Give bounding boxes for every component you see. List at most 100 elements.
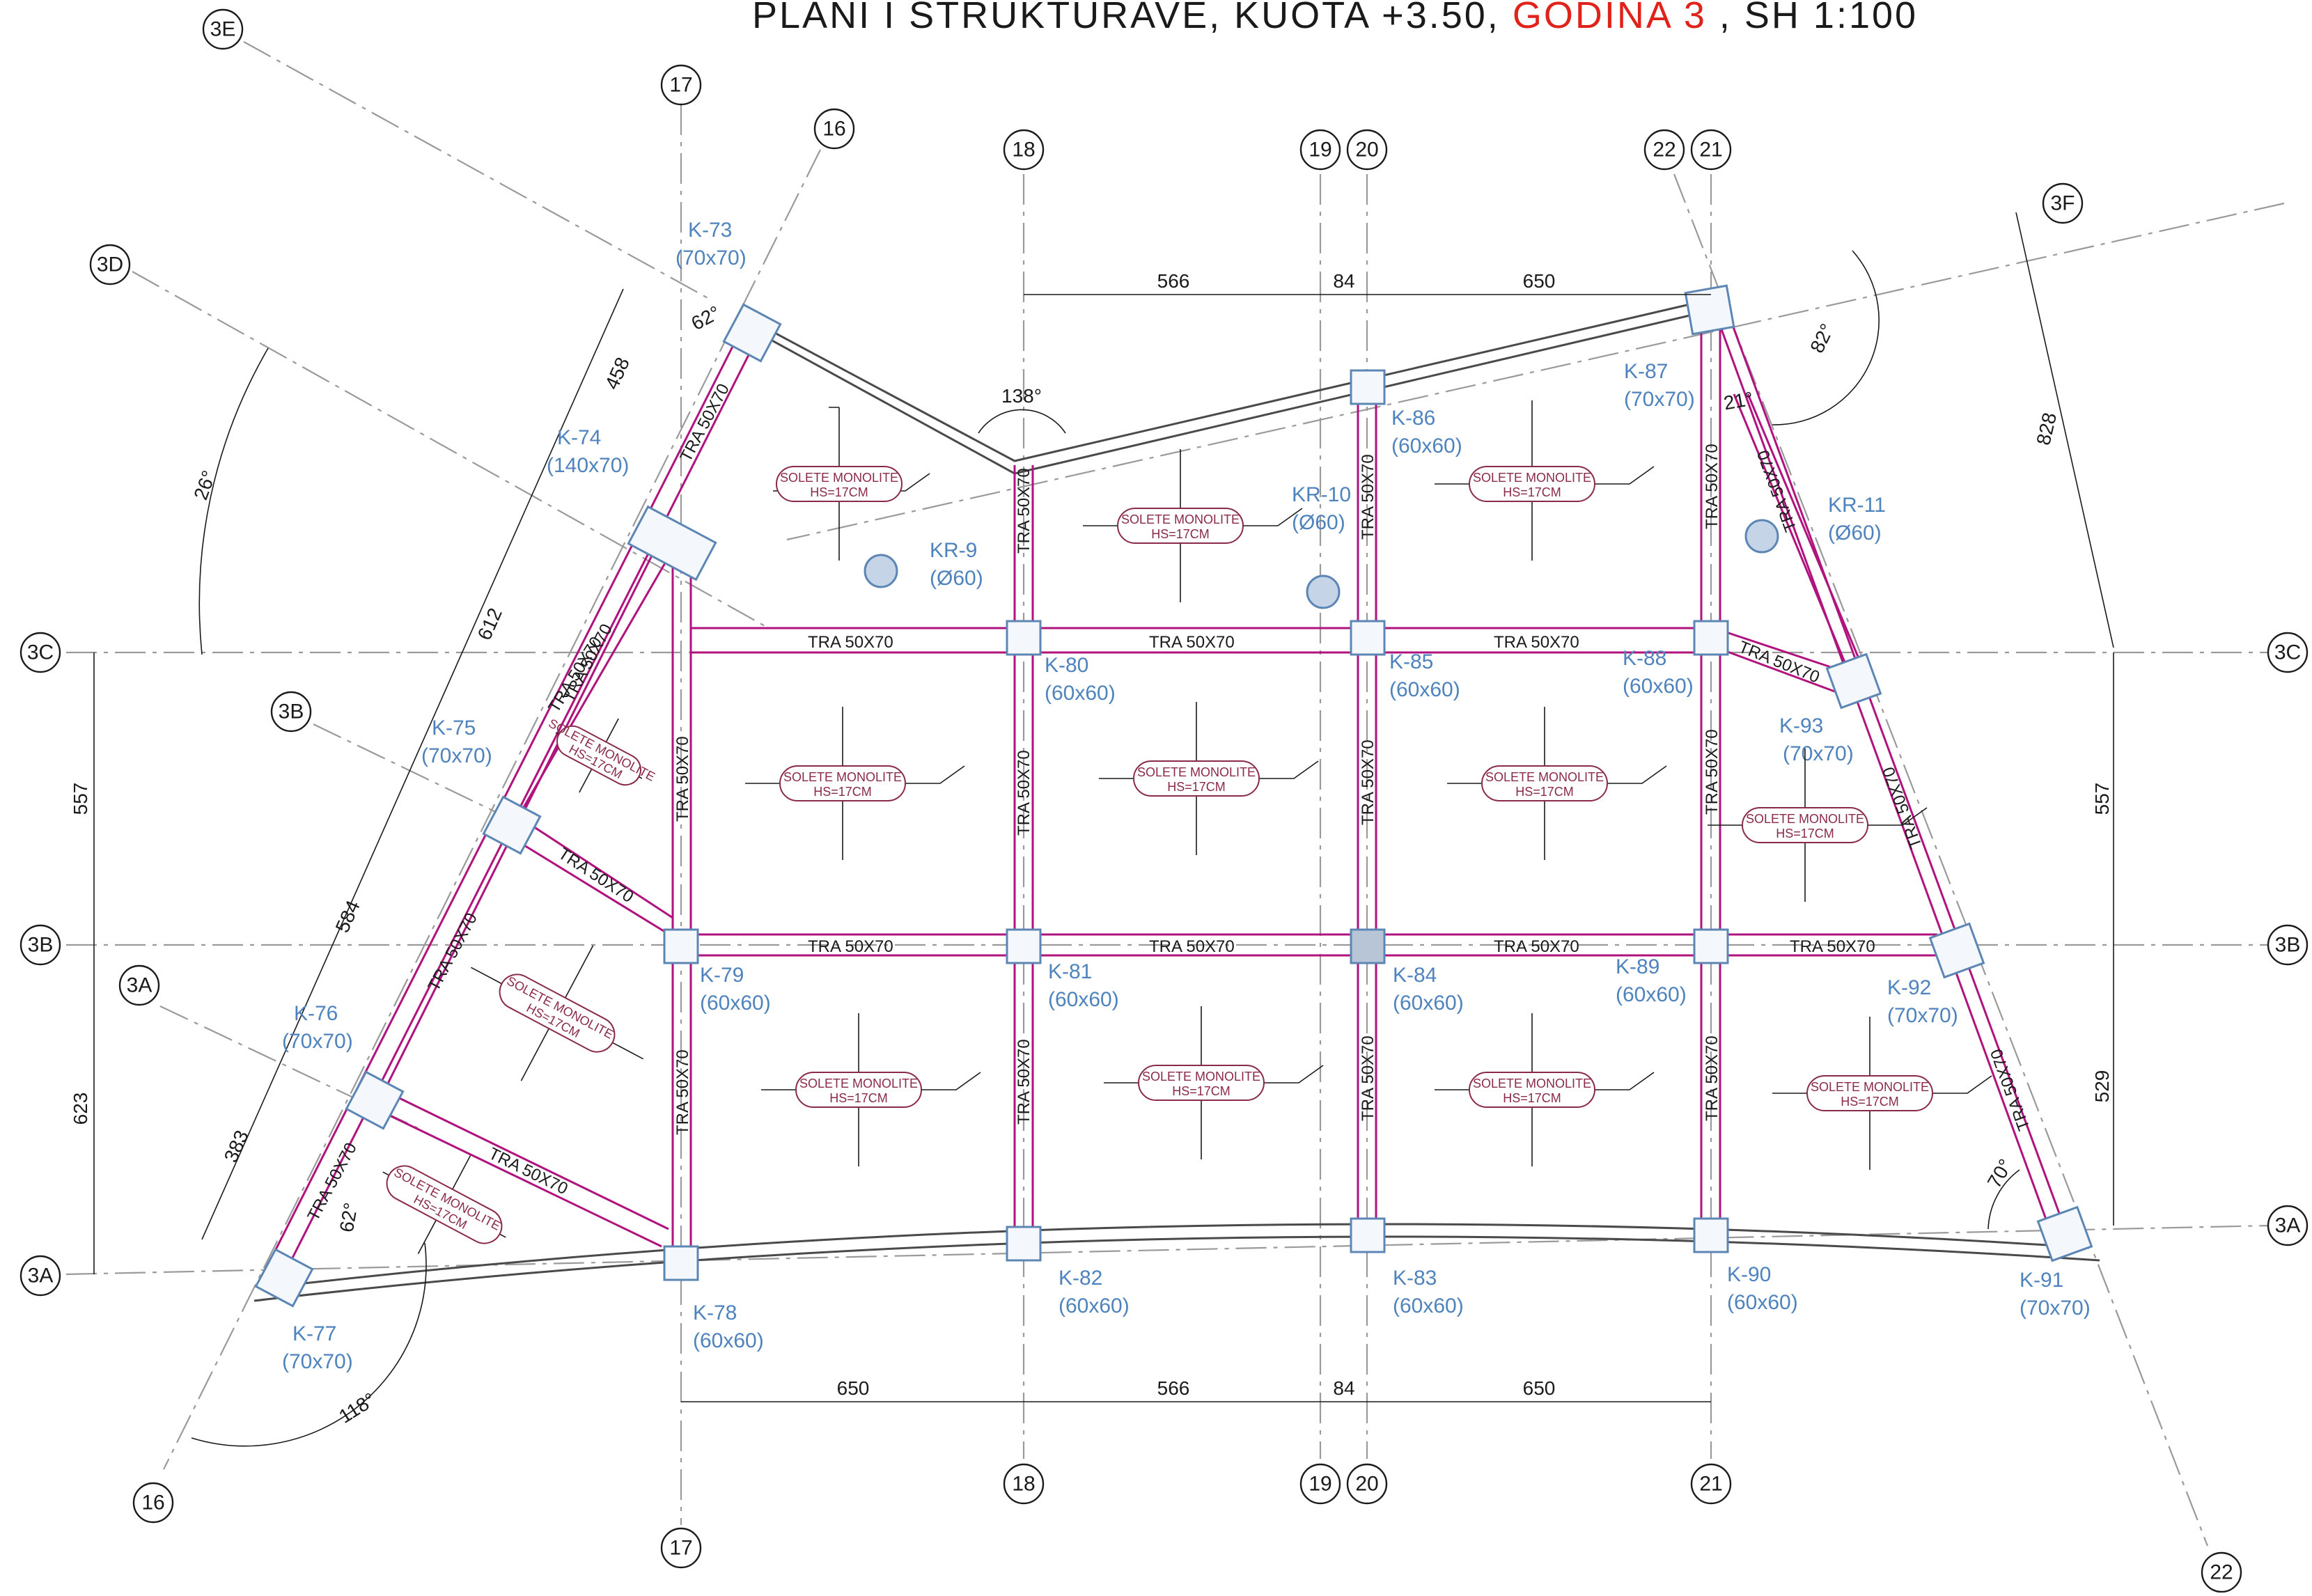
grid-bubble-19-top: 19 (1299, 129, 1341, 171)
label-k81: K-81(60x60) (1048, 960, 1119, 1011)
label-k73: K-73(70x70) (675, 219, 747, 269)
svg-text:SOLETE MONOLITE: SOLETE MONOLITE (1137, 765, 1256, 779)
grid-bubble-3D: 3D (89, 244, 131, 285)
svg-text:22: 22 (2210, 1561, 2233, 1584)
label-k77: K-77(70x70) (282, 1322, 353, 1373)
svg-text:3A: 3A (28, 1265, 54, 1288)
grid-bubble-21-bottom: 21 (1690, 1463, 1732, 1505)
label-k76: K-76(70x70) (282, 1002, 353, 1053)
svg-text:SOLETE MONOLITE: SOLETE MONOLITE (1473, 1077, 1591, 1090)
column-k78 (663, 1245, 699, 1281)
column-k74 (627, 505, 717, 581)
slab-tag: SOLETE MONOLITE HS=17CM (773, 407, 930, 561)
grid-bubble-17-top: 17 (660, 64, 702, 106)
grid-bubble-3F: 3F (2042, 182, 2084, 224)
grid-bubble-3B-left: 3B (19, 924, 61, 966)
slab-tag: SOLETE MONOLITE HS=17CM (745, 707, 965, 860)
svg-text:SOLETE MONOLITE: SOLETE MONOLITE (1142, 1070, 1260, 1083)
slab-edge-bottom (253, 1235, 2100, 1302)
column-k73 (722, 303, 782, 363)
grid-bubble-16-bottom: 16 (132, 1482, 174, 1524)
svg-text:3D: 3D (97, 253, 123, 276)
svg-text:20: 20 (1355, 139, 1378, 162)
grid-bubbles: 17 17 18 18 19 19 20 20 21 21 22 22 16 1… (19, 8, 2309, 1593)
svg-text:HS=17CM: HS=17CM (1503, 485, 1561, 499)
beam-label: TRA 50X70 (673, 1049, 692, 1135)
beam-label: TRA 50X70 (1359, 454, 1377, 540)
dim-650-bottom-b: 650 (1523, 1377, 1556, 1399)
dim-383-diag: 383 (220, 1127, 253, 1165)
svg-text:HS=17CM: HS=17CM (1172, 1084, 1231, 1098)
grid-bubble-3A-left: 3A (19, 1255, 61, 1297)
grid-bubble-22-bottom: 22 (2201, 1551, 2242, 1593)
label-k93: K-93(70x70) (1779, 714, 1854, 765)
svg-text:3E: 3E (210, 18, 236, 41)
angle-138: 138° (1001, 385, 1042, 407)
label-k74: K-74(140x70) (547, 426, 629, 477)
grid-line-22 (1673, 173, 2209, 1547)
grid-bubble-18-top: 18 (1003, 129, 1045, 171)
label-k79: K-79(60x60) (700, 964, 771, 1015)
label-k92: K-92(70x70) (1887, 976, 1958, 1027)
beam-line (379, 1109, 662, 1248)
dim-458-diag: 458 (601, 354, 634, 392)
label-kr11: KR-11(Ø60) (1828, 494, 1886, 545)
dim-828-right: 828 (2032, 411, 2061, 447)
angle-arc-26 (198, 347, 269, 655)
slab-tag: SOLETE MONOLITE HS=17CM (1772, 1017, 1992, 1170)
label-k78: K-78(60x60) (693, 1301, 764, 1352)
svg-text:SOLETE MONOLITE: SOLETE MONOLITE (1121, 513, 1240, 526)
angle-arc-118 (191, 1242, 427, 1447)
dim-line-diag-right (2015, 212, 2114, 648)
plan-title: PLANI I STRUKTURAVE, KUOTA +3.50, GODINA… (752, 0, 1918, 36)
svg-text:HS=17CM: HS=17CM (1776, 827, 1834, 840)
svg-text:3B: 3B (2275, 934, 2301, 957)
beam-line (508, 834, 673, 938)
svg-text:HS=17CM: HS=17CM (813, 785, 872, 799)
grid-bubble-21-top: 21 (1690, 129, 1732, 171)
dim-566-top: 566 (1157, 270, 1190, 292)
label-k87: K-87(70x70) (1624, 360, 1695, 411)
round-column-kr10 (1306, 574, 1341, 609)
beam-label: TRA 50X70 (808, 937, 893, 956)
svg-text:19: 19 (1309, 139, 1331, 162)
beam-line (515, 813, 673, 919)
grid-line-3B-diag (313, 723, 502, 815)
label-k91: K-91(70x70) (2020, 1269, 2091, 1320)
label-kr9: KR-9(Ø60) (930, 539, 983, 590)
grid-bubble-3B-diag: 3B (270, 691, 312, 733)
angle-62-top: 62° (688, 302, 724, 334)
svg-text:20: 20 (1355, 1473, 1378, 1496)
grid-bubble-3A-right: 3A (2267, 1205, 2309, 1246)
column-k83 (1350, 1217, 1386, 1253)
column-k88 (1693, 620, 1729, 656)
beam-label: TRA 50X70 (1149, 633, 1235, 652)
column-k84 (1350, 928, 1386, 964)
svg-text:22: 22 (1653, 139, 1676, 162)
beam-line (1719, 629, 1846, 673)
angle-118: 118° (335, 1388, 380, 1427)
angle-texts: 62° 138° 82° 21° 26° 62° 118° 70° (189, 302, 2017, 1427)
dim-84-bottom: 84 (1333, 1377, 1354, 1399)
angle-62-bottom: 62° (336, 1201, 362, 1234)
beam-line (1724, 306, 2066, 1229)
dim-529-right: 529 (2091, 1070, 2113, 1103)
svg-text:3B: 3B (28, 934, 54, 957)
angle-arc-138 (978, 409, 1066, 434)
dim-557-left: 557 (70, 783, 91, 815)
column-k81 (1006, 928, 1042, 964)
label-k75: K-75(70x70) (421, 717, 492, 767)
svg-text:18: 18 (1012, 139, 1035, 162)
slab-tag: SOLETE MONOLITE HS=17CM (382, 1155, 506, 1255)
slab-tag: SOLETE MONOLITE HS=17CM (1099, 702, 1319, 855)
svg-text:HS=17CM: HS=17CM (1841, 1095, 1899, 1109)
svg-text:SOLETE MONOLITE: SOLETE MONOLITE (1473, 471, 1591, 485)
columns (254, 284, 2093, 1308)
grid-line-3D (132, 271, 767, 627)
svg-text:HS=17CM: HS=17CM (1151, 527, 1210, 541)
column-k82 (1006, 1226, 1042, 1262)
beam-line (514, 556, 670, 822)
column-k76 (345, 1070, 405, 1130)
grid-bubble-19-bottom: 19 (1299, 1463, 1341, 1505)
